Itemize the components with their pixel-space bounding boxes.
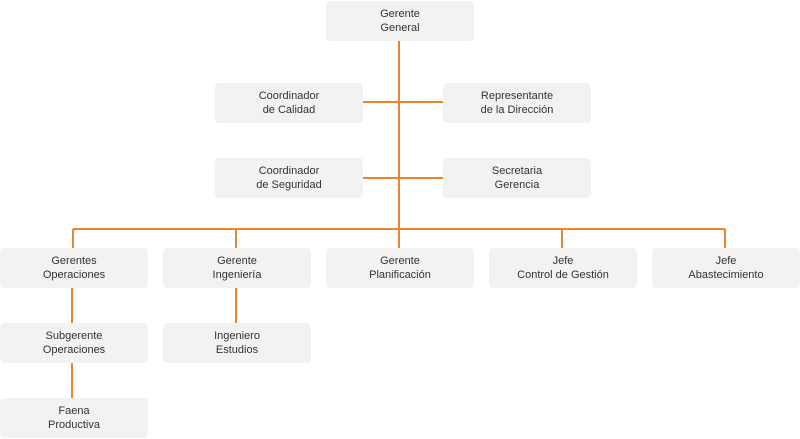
node-gerente-planificacion: Gerente Planificación xyxy=(326,248,474,288)
node-line: Operaciones xyxy=(42,344,106,356)
node-line: Gerente xyxy=(380,8,420,20)
node-line: Gerentes xyxy=(51,255,97,267)
node-line: Planificación xyxy=(369,269,431,281)
node-coordinador-calidad: Coordinador de Calidad xyxy=(215,83,363,123)
node-line: Coordinador xyxy=(258,90,320,102)
node-jefe-abastecimiento: Jefe Abastecimiento xyxy=(652,248,800,288)
node-line: de Calidad xyxy=(262,104,316,116)
node-line: Subgerente xyxy=(45,330,103,342)
node-representante-direccion: Representante de la Dirección xyxy=(443,83,591,123)
node-line: Operaciones xyxy=(42,269,106,281)
node-line: de la Dirección xyxy=(480,104,554,116)
node-line: Gerente xyxy=(217,255,257,267)
node-jefe-control-gestion: Jefe Control de Gestión xyxy=(489,248,637,288)
node-gerente-ingenieria: Gerente Ingeniería xyxy=(163,248,311,288)
node-line: Gerencia xyxy=(494,179,540,191)
node-line: Ingeniero xyxy=(214,330,260,342)
node-line: Jefe xyxy=(715,255,737,267)
node-line: General xyxy=(380,22,420,34)
node-gerentes-operaciones: Gerentes Operaciones xyxy=(0,248,148,288)
node-line: de Seguridad xyxy=(256,179,322,191)
node-line: Jefe xyxy=(552,255,574,267)
node-line: Faena xyxy=(58,405,90,417)
node-line: Coordinador xyxy=(258,165,320,177)
node-subgerente-operaciones: Subgerente Operaciones xyxy=(0,323,148,363)
node-line: Control de Gestión xyxy=(517,269,609,281)
node-secretaria-gerencia: Secretaria Gerencia xyxy=(443,158,591,198)
node-line: Secretaria xyxy=(491,165,543,177)
node-faena-productiva: Faena Productiva xyxy=(0,398,148,438)
node-line: Gerente xyxy=(380,255,420,267)
node-line: Abastecimiento xyxy=(688,269,764,281)
node-gerente-general: Gerente General xyxy=(326,1,474,41)
node-line: Productiva xyxy=(48,419,100,431)
node-ingeniero-estudios: Ingeniero Estudios xyxy=(163,323,311,363)
node-coordinador-seguridad: Coordinador de Seguridad xyxy=(215,158,363,198)
node-line: Representante xyxy=(480,90,554,102)
node-line: Estudios xyxy=(215,344,259,356)
node-line: Ingeniería xyxy=(212,269,262,281)
